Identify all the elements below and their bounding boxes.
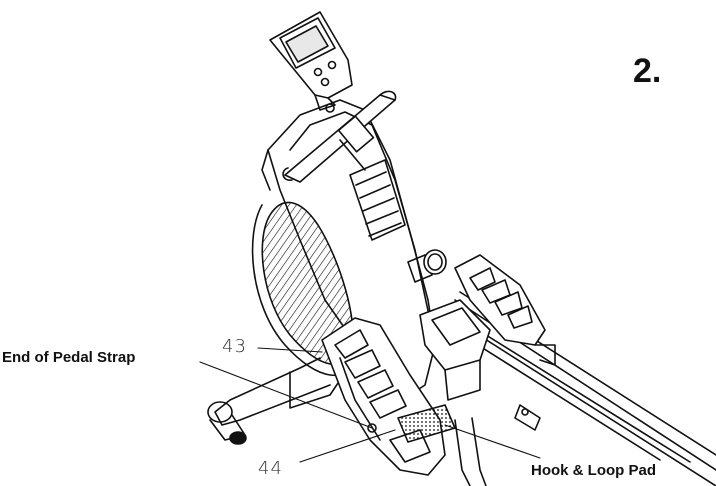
console-monitor — [270, 12, 352, 112]
step-number: 2. — [633, 52, 661, 91]
part-number-44: 44 — [258, 458, 283, 479]
label-hook-loop-pad: Hook & Loop Pad — [531, 462, 656, 479]
center-block — [420, 300, 490, 400]
part-number-43: 43 — [222, 336, 247, 357]
label-end-of-pedal-strap: End of Pedal Strap — [2, 349, 135, 366]
